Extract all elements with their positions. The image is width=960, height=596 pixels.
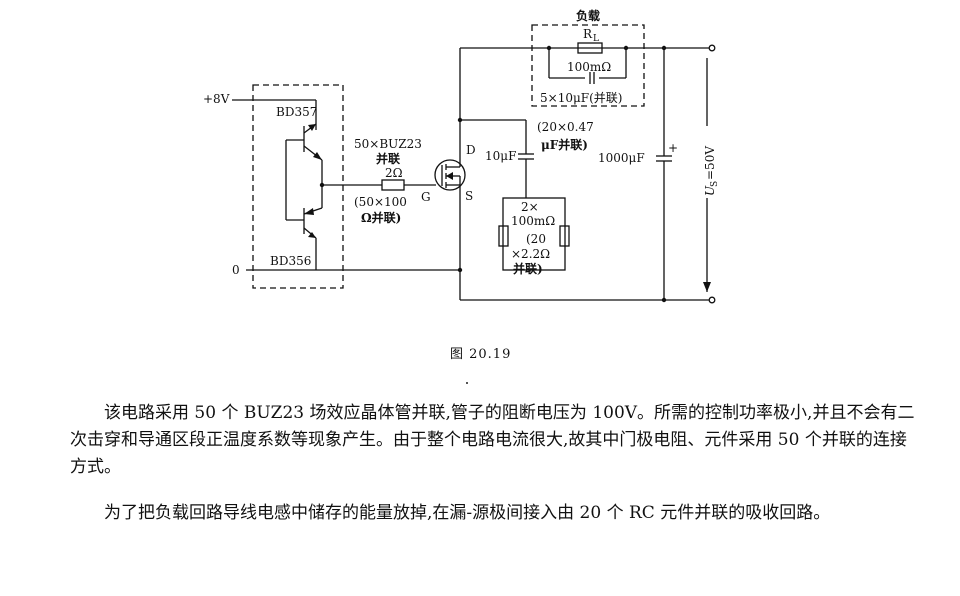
source-pin-label: S bbox=[465, 189, 473, 203]
paragraph-2: 为了把负载回路导线电感中储存的能量放掉,在漏-源极间接入由 20 个 RC 元件… bbox=[104, 503, 831, 523]
src-res-label3: (20 bbox=[526, 232, 546, 246]
src-res-label1: 2× bbox=[521, 200, 539, 214]
source-resistor-box bbox=[502, 197, 566, 271]
gate-pin-label: G bbox=[421, 190, 431, 204]
us-label: U bbox=[703, 185, 717, 196]
bulk-cap-label: 1000μF bbox=[598, 151, 645, 165]
paragraph-1: 该电路采用 50 个 BUZ23 场效应晶体管并联,管子的阻断电压为 100V。… bbox=[70, 403, 915, 477]
source-resistor-left bbox=[498, 225, 509, 247]
rl-label: R bbox=[583, 27, 593, 41]
snubber-note2: μF并联) bbox=[541, 137, 588, 152]
rl-sub: L bbox=[593, 34, 599, 44]
gate-res-note2: Ω并联) bbox=[361, 210, 401, 225]
snubber-cap-label: 10μF bbox=[485, 149, 516, 163]
circuit-diagram: 负载 R L 100mΩ 5×10μF(并联) +8V BD357 BD356 … bbox=[203, 8, 720, 304]
load-resistor bbox=[577, 42, 603, 54]
load-cap-label: 5×10μF(并联) bbox=[540, 91, 622, 105]
rl-value: 100mΩ bbox=[567, 60, 611, 74]
src-res-label5: 并联) bbox=[513, 261, 543, 276]
gate-resistor bbox=[381, 179, 405, 191]
load-dashed-box bbox=[531, 24, 645, 107]
src-res-label4: ×2.2Ω bbox=[511, 247, 550, 261]
terminal-top bbox=[708, 44, 716, 52]
us-value: =50V bbox=[703, 146, 717, 180]
source-resistor-right bbox=[559, 225, 570, 247]
gate-res-label: 2Ω bbox=[385, 166, 403, 180]
us-sub: S bbox=[710, 181, 720, 187]
terminal-bottom bbox=[708, 296, 716, 304]
mosfet-symbol bbox=[434, 159, 466, 191]
load-title: 负载 bbox=[576, 8, 600, 23]
bulk-cap-plus: + bbox=[668, 141, 678, 155]
src-res-label2: 100mΩ bbox=[511, 214, 555, 228]
plus8v-label: +8V bbox=[203, 92, 230, 106]
snubber-note1: (20×0.47 bbox=[537, 120, 594, 134]
buz23-label: 50×BUZ23 bbox=[354, 137, 422, 151]
gate-res-note1: (50×100 bbox=[354, 195, 407, 209]
figure-caption: 图 20.19 bbox=[450, 347, 512, 362]
zero-label: 0 bbox=[232, 263, 240, 277]
bd357-label: BD357 bbox=[276, 105, 317, 119]
buz23-parallel-label: 并联 bbox=[376, 151, 400, 166]
bd356-label: BD356 bbox=[270, 254, 311, 268]
driver-dashed-box bbox=[252, 84, 344, 289]
speck bbox=[466, 382, 468, 384]
drain-pin-label: D bbox=[466, 143, 476, 157]
